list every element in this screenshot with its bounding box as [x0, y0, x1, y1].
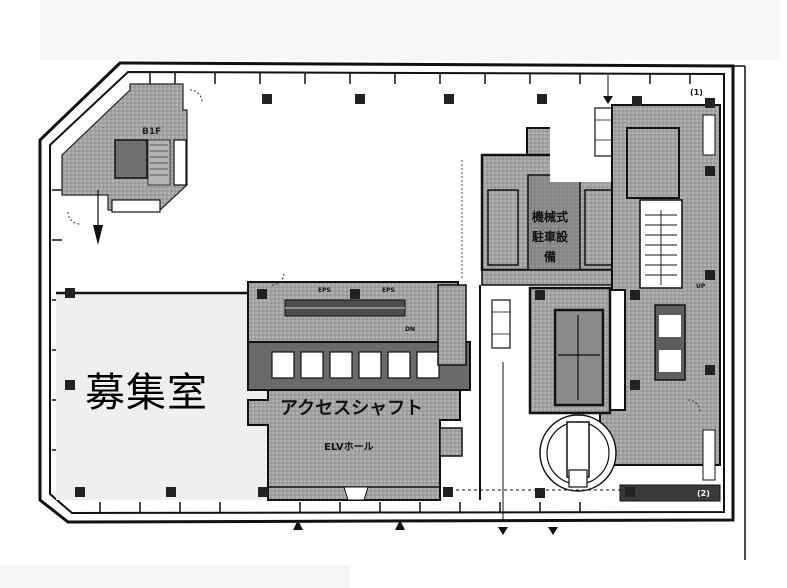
- up-label: UP: [696, 283, 706, 290]
- mechanical-parking-label-line1: 機械式: [531, 210, 568, 224]
- mechanical-parking-label-line2: 駐車設備: [531, 230, 568, 264]
- marker-1-label: (1): [690, 88, 703, 97]
- marker-2-label: (2): [697, 489, 710, 498]
- car-turntable: [539, 414, 617, 492]
- drive-lane: [491, 75, 620, 520]
- east-service-core: [599, 104, 721, 481]
- eps-left-label: EPS: [318, 287, 331, 294]
- central-core: [247, 281, 471, 501]
- basement-stair-label: B1F: [142, 127, 162, 137]
- dn-label: DN: [405, 326, 416, 333]
- recruiting-room-label: 募集室: [85, 370, 208, 416]
- nw-stair-core: [61, 83, 188, 245]
- structural-columns: [65, 94, 715, 498]
- bottom-margin-band: [0, 565, 350, 588]
- elevator-hall-label: ELVホール: [324, 442, 374, 453]
- car-lift-shaft: [528, 286, 612, 415]
- mechanical-parking-label: 機械式 駐車設備: [530, 207, 570, 267]
- access-shaft-label: アクセスシャフト: [280, 398, 424, 419]
- recruiting-room-area: [56, 293, 268, 500]
- eps-right-label: EPS: [382, 287, 395, 294]
- top-margin-band: [40, 0, 780, 60]
